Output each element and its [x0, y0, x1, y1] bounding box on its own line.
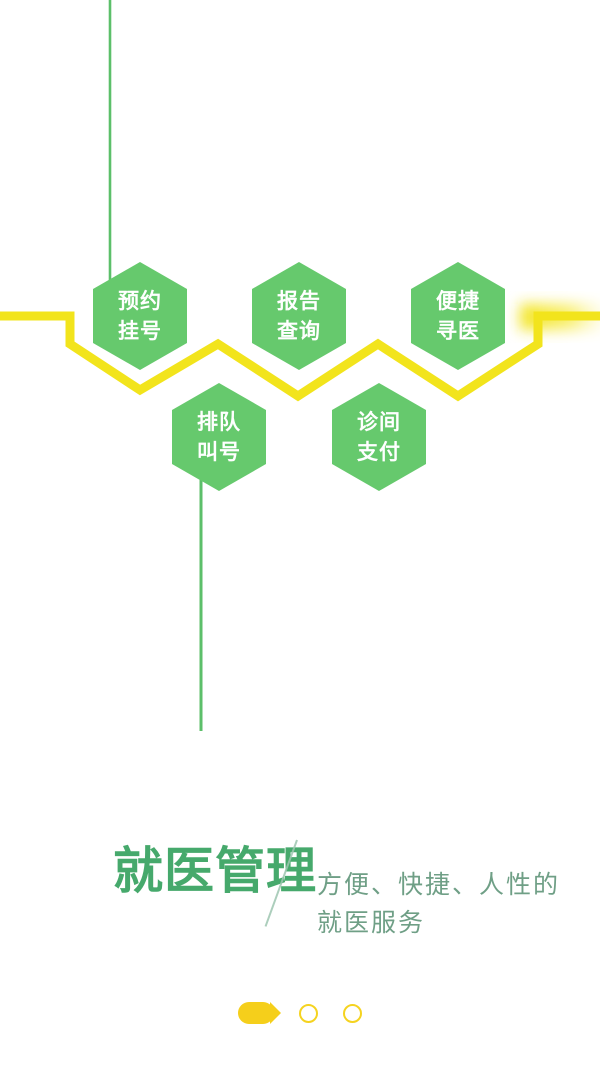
hex-node-queue-call[interactable] [172, 383, 266, 491]
pagination-dots [0, 997, 600, 1029]
zigzag-path [0, 304, 600, 402]
pagination-dot-1[interactable] [238, 1002, 274, 1024]
hex-node-easy-doctor[interactable] [411, 262, 505, 370]
hex-node-appointment[interactable] [93, 262, 187, 370]
hex-node-report-query[interactable] [252, 262, 346, 370]
hex-node-clinic-pay[interactable] [332, 383, 426, 491]
pagination-dot-3[interactable] [343, 1003, 362, 1023]
pagination-dot-2[interactable] [299, 1003, 318, 1023]
